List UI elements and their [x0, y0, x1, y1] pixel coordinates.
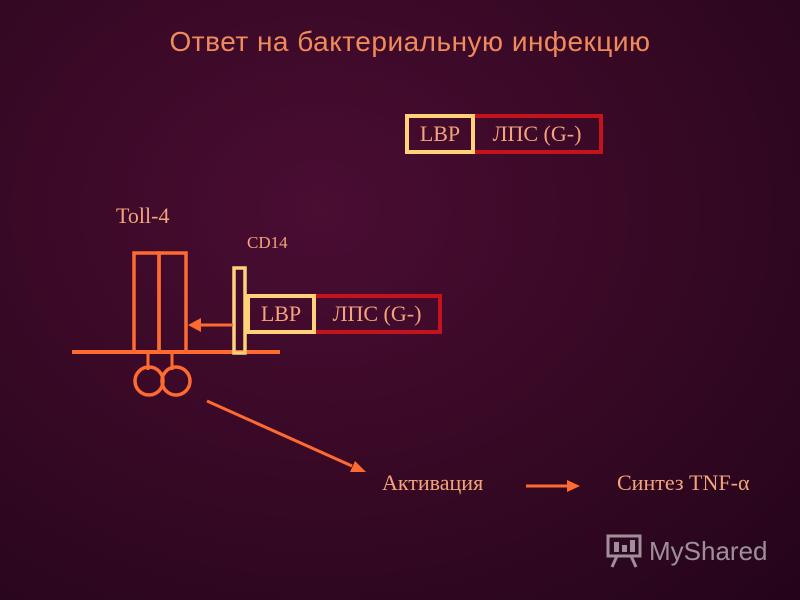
transfer-arrow-head [188, 318, 201, 332]
cd14-label: CD14 [247, 233, 288, 252]
toll4-domain-left [133, 365, 165, 397]
free-lps-label: ЛПС (G-) [492, 121, 582, 146]
watermark-text: MyShared [649, 535, 768, 566]
presentation-icon [606, 534, 642, 568]
alpha-symbol: α [737, 470, 750, 495]
toll4-receptor-right [157, 251, 188, 354]
toll4-domain-right [160, 365, 192, 397]
bound-lbp-box: LBP [246, 294, 316, 334]
signal-arrow-head [350, 461, 366, 472]
synthesis-arrow-head [567, 480, 580, 492]
free-lbp-box: LBP [405, 114, 475, 154]
bound-lps-label: ЛПС (G-) [332, 301, 422, 326]
bound-lbp-label: LBP [260, 301, 302, 326]
toll4-receptor-left [132, 251, 161, 354]
toll4-label: Toll-4 [116, 203, 170, 228]
watermark-logo: MyShared [605, 533, 768, 569]
signal-arrow-shaft [206, 399, 353, 468]
slide-title: Ответ на бактериальную инфекцию [169, 26, 651, 57]
activation-label: Активация [382, 470, 484, 495]
cd14-receptor [232, 266, 247, 355]
free-lbp-label: LBP [419, 121, 461, 146]
tnf-synthesis-label: Синтез TNF-α [617, 470, 749, 496]
bound-lps-box: ЛПС (G-) [316, 294, 442, 334]
tnf-synthesis-text: Синтез TNF- [617, 470, 738, 495]
free-lps-box: ЛПС (G-) [475, 114, 603, 154]
